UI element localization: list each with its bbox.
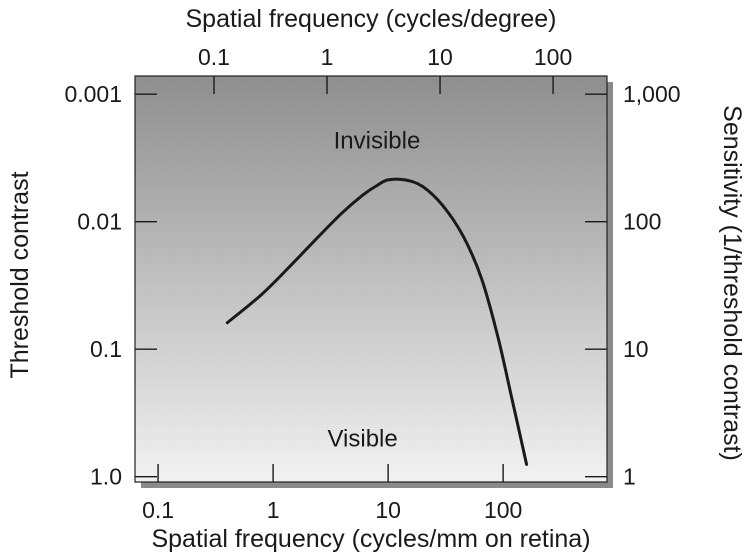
x-axis-title: Spatial frequency (cycles/mm on retina) [151,525,590,553]
y-tick-label-left: 0.1 [90,336,122,362]
top-tick-label: 1 [321,44,334,70]
y-tick-label-right: 1,000 [623,81,681,107]
top-tick-label: 0.1 [198,44,230,70]
sensitivity-curve [225,177,529,466]
y-tick-label-left: 1.0 [90,464,122,490]
annotation-visible: Visible [327,425,397,452]
x-tick-label: 1 [267,497,280,523]
top-tick-label: 10 [427,44,453,70]
y-tick-label-left: 0.01 [77,209,122,235]
right-y-axis-title: Sensitivity (1/threshold contrast) [718,105,746,461]
x-tick-label: 10 [375,497,401,523]
y-tick-label-right: 100 [623,209,661,235]
tick-labels: 0.1 1 10 100 0.1 1 10 100 0.001 0.01 0.1 1.0 1,000 10… [64,44,680,523]
y-tick-label-right: 1 [623,464,636,490]
annotation-invisible: Invisible [334,127,421,154]
tick-marks [135,76,607,482]
top-axis-title: Spatial frequency (cycles/degree) [185,5,556,33]
y-tick-label-right: 10 [623,336,649,362]
x-tick-label: 100 [484,497,522,523]
y-axis-title: Threshold contrast [6,171,34,378]
top-tick-label: 100 [534,44,572,70]
x-tick-label: 0.1 [142,497,174,523]
plot-frame [134,75,613,488]
y-tick-label-left: 0.001 [64,81,122,107]
